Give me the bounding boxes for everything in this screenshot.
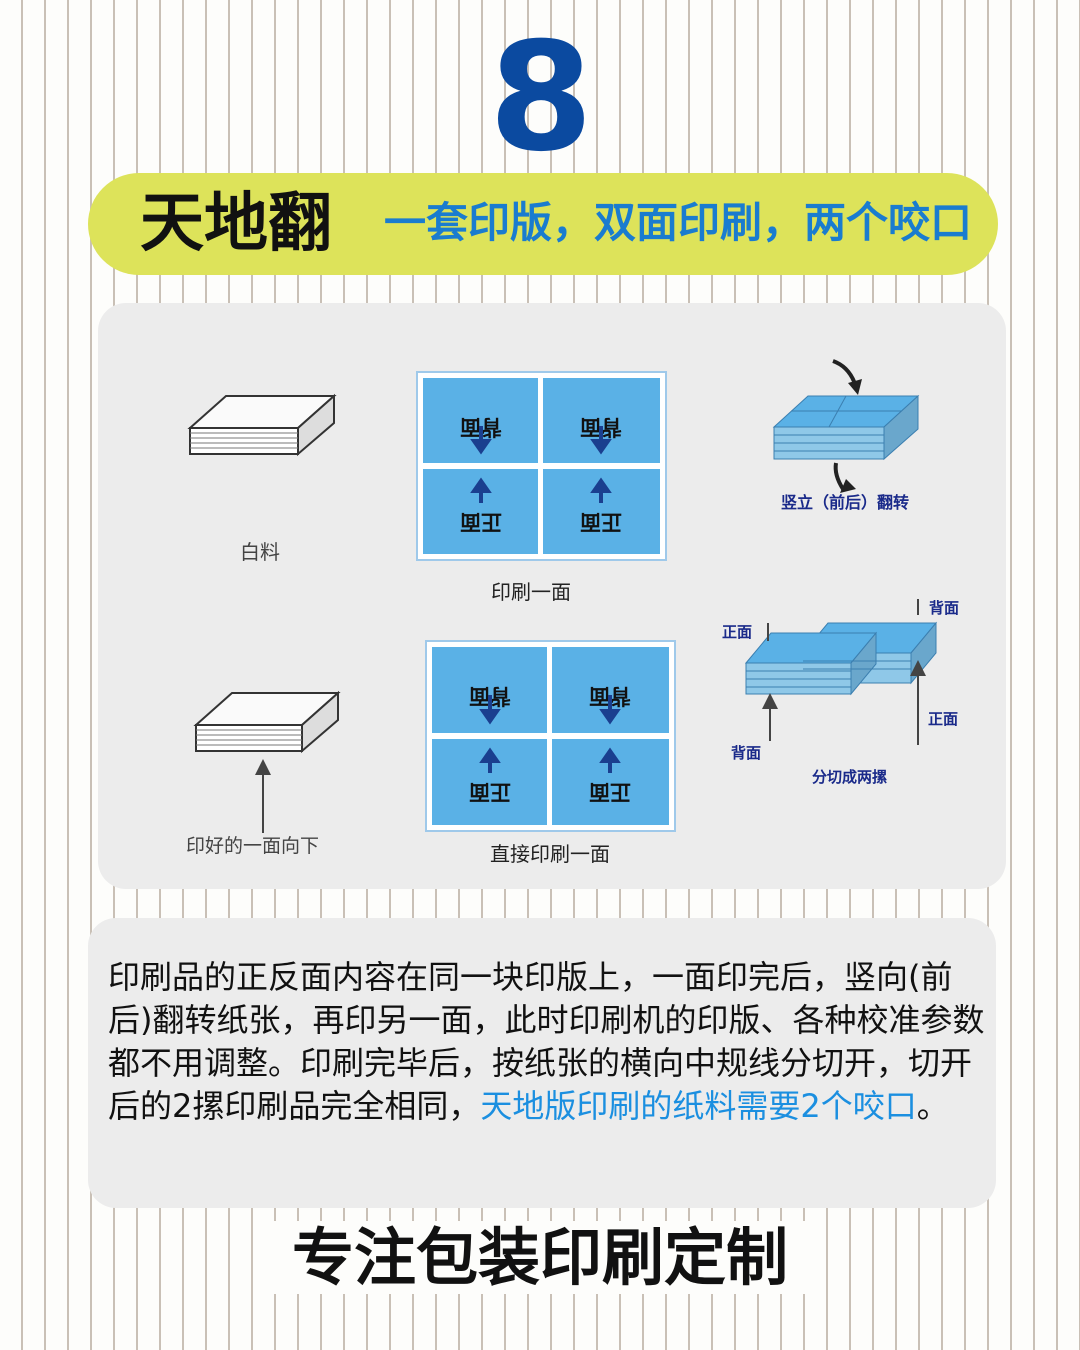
print-direct-label: 直接印刷一面: [490, 842, 610, 866]
description-main: 印刷品的正反面内容在同一块印版上，一面印完后，竖向(前后)翻转纸张，再印另一面，…: [108, 958, 985, 1125]
flip-label: 竖立（前后）翻转: [781, 493, 909, 512]
face-down-stack: [193, 690, 341, 833]
diagram-card: 白料 背面 背面 正面 正面 印刷一面: [98, 303, 1006, 889]
split-label: 分切成两摞: [812, 768, 887, 786]
split-stacks: [744, 599, 938, 745]
flip-stack: [772, 359, 920, 493]
print-panel-bottom: 背面 背面 正面 正面: [425, 640, 676, 832]
print-panel-top: 背面 背面 正面 正面: [416, 371, 667, 561]
arrow-up-icon: [470, 477, 492, 503]
process-diagram: 白料 背面 背面 正面 正面 印刷一面: [186, 359, 959, 866]
arrow-up-icon: [479, 747, 501, 773]
step-number: 8: [488, 11, 593, 185]
split-back-label-2: 背面: [731, 744, 761, 762]
arrow-down-icon: [479, 695, 501, 725]
title-subtitle: 一套印版，双面印刷，两个咬口: [384, 198, 973, 247]
arrow-up-icon: [599, 747, 621, 773]
description-card: 印刷品的正反面内容在同一块印版上，一面印完后，竖向(前后)翻转纸张，再印另一面，…: [88, 918, 996, 1208]
blank-label: 白料: [240, 540, 280, 564]
title-main: 天地翻: [140, 187, 332, 261]
split-back-label: 背面: [929, 599, 959, 617]
cell-front-label: 正面: [580, 510, 622, 534]
footer-slogan: 专注包装印刷定制: [0, 1216, 1080, 1300]
footer-text: 专注包装印刷定制: [273, 1221, 806, 1294]
cell-front-label: 正面: [469, 780, 511, 804]
blank-paper-stack: [187, 393, 337, 457]
arrow-up-icon: [590, 477, 612, 503]
title-bar: 天地翻 一套印版，双面印刷，两个咬口: [88, 173, 998, 275]
arrow-down-icon: [590, 426, 612, 455]
description-paragraph: 印刷品的正反面内容在同一块印版上，一面印完后，竖向(前后)翻转纸张，再印另一面，…: [108, 956, 988, 1128]
rotate-arrow-icon: [833, 462, 845, 491]
description-highlight: 天地版印刷的纸料需要2个咬口: [480, 1087, 917, 1125]
print-one-side-label: 印刷一面: [491, 580, 571, 604]
arrow-down-icon: [599, 695, 621, 725]
cell-front-label: 正面: [460, 510, 502, 534]
split-front-label: 正面: [722, 623, 752, 641]
face-down-label: 印好的一面向下: [186, 835, 319, 857]
split-front-label-2: 正面: [928, 710, 958, 728]
arrow-down-icon: [470, 426, 492, 455]
description-end: 。: [916, 1087, 949, 1125]
cell-front-label: 正面: [589, 780, 631, 804]
